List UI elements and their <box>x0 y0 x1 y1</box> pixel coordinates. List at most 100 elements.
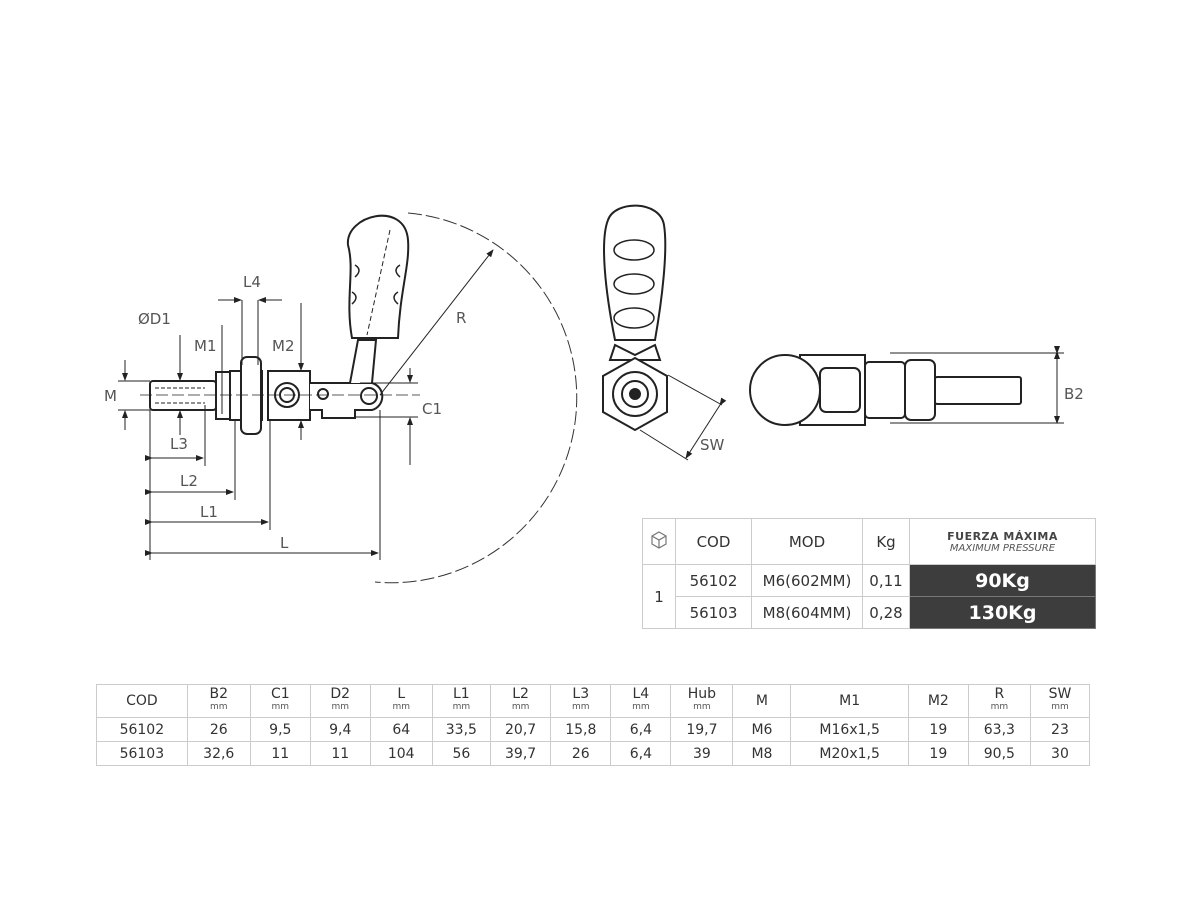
table-cell: 32,6 <box>186 741 251 766</box>
header-cod: COD <box>96 684 188 718</box>
table-cell: 19,7 <box>670 717 734 742</box>
header-unit: mm <box>209 702 228 712</box>
table-cell: 9,4 <box>309 717 371 742</box>
label-l: L <box>280 534 289 552</box>
header-m1: M1 <box>790 684 909 718</box>
table-cell: M6 <box>732 717 792 742</box>
table-cell: M16x1,5 <box>790 717 909 742</box>
cell-kg: 0,28 <box>862 596 910 629</box>
table-cell: 33,5 <box>431 717 491 742</box>
table-cell: 6,4 <box>610 717 672 742</box>
table-cell: 39 <box>670 741 734 766</box>
table-cell: 6,4 <box>610 741 672 766</box>
header-name: B2 <box>209 686 229 702</box>
cell-mod: M8(604MM) <box>751 596 863 629</box>
dimension-lines <box>118 249 1064 560</box>
cell-cod: 56102 <box>675 564 752 597</box>
table-cell: 63,3 <box>967 717 1031 742</box>
dimension-labels: L4 ØD1 M1 M2 M R C1 L3 L2 L1 L SW B2 <box>104 273 1084 552</box>
label-m1: M1 <box>194 337 217 355</box>
header-name: L3 <box>572 686 590 702</box>
header-name: L1 <box>453 686 470 702</box>
header-force: FUERZA MÁXIMA MAXIMUM PRESSURE <box>909 518 1096 565</box>
header-name: C1 <box>270 686 290 702</box>
table-cell: 19 <box>907 741 969 766</box>
label-l4: L4 <box>243 273 261 291</box>
cell-force: 90Kg <box>909 564 1096 597</box>
force-subtitle: MAXIMUM PRESSURE <box>949 542 1056 554</box>
cell-force: 130Kg <box>909 596 1096 629</box>
cell-kg: 0,11 <box>862 564 910 597</box>
label-l2: L2 <box>180 472 198 490</box>
table-cell: 15,8 <box>550 717 612 742</box>
header-unit: mm <box>271 702 290 712</box>
header-m2: M2 <box>907 684 969 718</box>
table-cell: 19 <box>907 717 969 742</box>
header-unit: mm <box>1051 702 1069 712</box>
header-name: L4 <box>632 686 650 702</box>
table-cell: 64 <box>369 717 433 742</box>
table-cell: 26 <box>186 717 251 742</box>
label-sw: SW <box>700 436 725 454</box>
table-cell: 56 <box>431 741 491 766</box>
side-view <box>602 204 668 432</box>
header-name: M2 <box>927 692 949 709</box>
r-arc <box>374 212 578 584</box>
header-unit: mm <box>632 702 650 712</box>
table-cell: M8 <box>732 741 792 766</box>
header-mod: MOD <box>751 518 863 565</box>
table-row: 56103 M8(604MM) 0,28 130Kg <box>643 596 1096 629</box>
cell-mod: M6(602MM) <box>751 564 863 597</box>
table-row: 1 56102 M6(602MM) 0,11 90Kg <box>642 564 1096 629</box>
header-name: M <box>755 692 769 709</box>
table-cell: 56103 <box>96 741 188 766</box>
table-cell: 26 <box>550 741 612 766</box>
table-cell: 39,7 <box>489 741 552 766</box>
table-cell: 20,7 <box>489 717 552 742</box>
top-view <box>749 354 1022 426</box>
header-name: R <box>994 686 1005 702</box>
header-unit: mm <box>452 702 471 712</box>
label-m: M <box>104 387 117 405</box>
table-cell: 104 <box>369 741 433 766</box>
header-unit: mm <box>693 702 711 712</box>
header-kg: Kg <box>862 518 910 565</box>
table-cell: 90,5 <box>967 741 1031 766</box>
header-name: M1 <box>839 692 861 709</box>
header-unit: mm <box>990 702 1009 712</box>
front-view <box>140 214 420 435</box>
table-cell: 23 <box>1029 717 1091 742</box>
label-c1: C1 <box>422 400 442 418</box>
header-unit: mm <box>392 702 410 712</box>
label-m2: M2 <box>272 337 295 355</box>
label-r: R <box>456 309 466 327</box>
force-title: FUERZA MÁXIMA <box>947 529 1058 543</box>
header-m: M <box>732 684 792 718</box>
table-cell: 11 <box>249 741 311 766</box>
label-l3: L3 <box>170 435 188 453</box>
header-unit: mm <box>331 702 350 712</box>
table-cell: 56102 <box>96 717 188 742</box>
header-name: Hub <box>687 686 717 702</box>
label-b2: B2 <box>1064 385 1084 403</box>
header-cod: COD <box>675 518 752 565</box>
header-name: D2 <box>330 686 351 702</box>
header-unit: mm <box>511 702 530 712</box>
label-d1: ØD1 <box>138 310 171 328</box>
header-name: L <box>397 686 406 702</box>
cell-cod: 56103 <box>675 596 752 629</box>
